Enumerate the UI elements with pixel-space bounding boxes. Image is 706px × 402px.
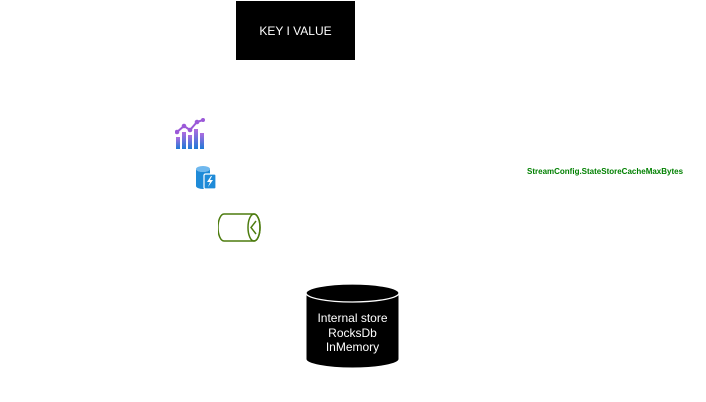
database-line-1: Internal store: [317, 311, 388, 325]
internal-store-database: Internal store RocksDb InMemory: [305, 283, 400, 369]
database-cylinder-shape: [305, 283, 400, 369]
store-cylinder-icon: [217, 212, 262, 243]
analytics-chart-icon: [174, 118, 205, 150]
state-store-cache-config-label: StreamConfig.StateStoreCacheMaxBytes: [527, 167, 684, 176]
database-line-2: RocksDb: [328, 325, 377, 340]
key-value-box: KEY I VALUE: [236, 1, 355, 60]
cache-lightning-icon: [195, 165, 217, 191]
database-line-3: InMemory: [325, 340, 380, 354]
key-value-label: KEY I VALUE: [259, 23, 332, 38]
